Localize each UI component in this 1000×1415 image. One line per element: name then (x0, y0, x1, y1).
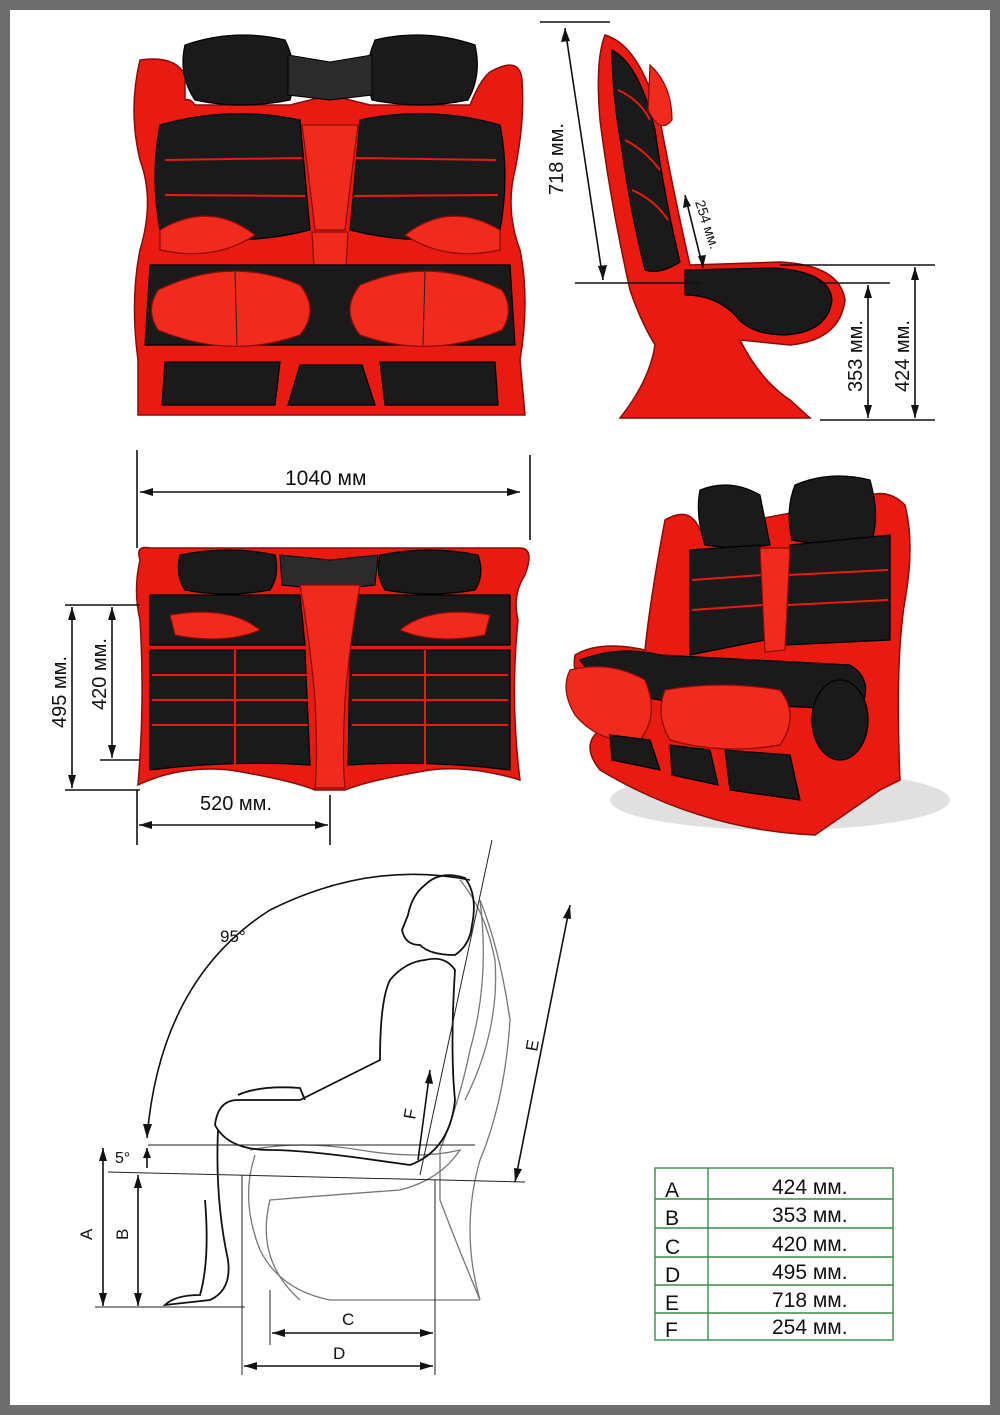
perspective-view (565, 475, 950, 836)
dim-total-width: 1040 мм (285, 467, 366, 490)
table-key-a: A (665, 1179, 679, 1202)
label-e: E (522, 1038, 543, 1052)
angle-back: 95° (220, 927, 246, 946)
table-key-c: C (665, 1236, 680, 1259)
label-a: A (77, 1228, 96, 1240)
front-view (133, 34, 526, 416)
table-value-c: 420 мм. (772, 1233, 848, 1256)
label-b: B (113, 1229, 132, 1240)
dim-depth-outer: 495 мм. (49, 656, 71, 728)
table-value-f: 254 мм. (772, 1316, 848, 1339)
person-outline (401, 874, 475, 956)
table-value-d: 495 мм. (772, 1261, 848, 1284)
label-c: C (342, 1310, 354, 1329)
side-view (597, 34, 846, 419)
side-view-dimensions: 718 мм. 254 мм. 353 мм. 424 мм. (540, 21, 935, 421)
table-key-f: F (665, 1319, 678, 1342)
table-key-b: B (665, 1207, 679, 1230)
table-key-d: D (665, 1264, 680, 1287)
label-d: D (333, 1344, 345, 1363)
ergonomic-diagram: E F 95° 5° A B C D (77, 839, 571, 1375)
table-value-e: 718 мм. (772, 1289, 848, 1312)
angle-seat: 5° (115, 1150, 130, 1167)
dim-seat-height-outer: 424 мм. (892, 320, 914, 392)
dim-back-height: 718 мм. (546, 123, 568, 195)
dim-seat-height-inner: 353 мм. (845, 320, 867, 392)
table-value-b: 353 мм. (772, 1204, 848, 1227)
dim-seat-width: 520 мм. (200, 793, 272, 815)
dim-depth-inner: 420 мм. (89, 638, 111, 710)
top-view-dimensions: 1040 мм 495 мм. 420 мм. 520 мм. (49, 450, 531, 845)
dimension-table: A 424 мм. B 353 мм. C 420 мм. D 495 мм. … (654, 1167, 894, 1342)
top-view (135, 546, 530, 791)
table-key-e: E (665, 1292, 679, 1315)
label-f: F (400, 1107, 421, 1121)
table-value-a: 424 мм. (772, 1176, 848, 1199)
